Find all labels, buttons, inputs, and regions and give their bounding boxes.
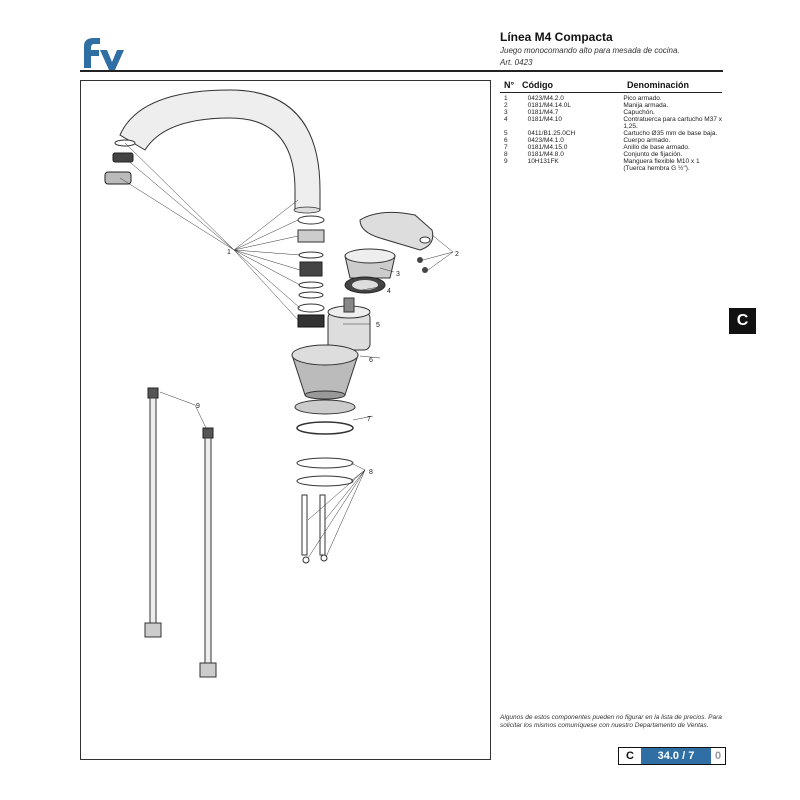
exploded-diagram: 1 2 3 4 5 6 7 8 9 — [104, 89, 459, 678]
callout-1: 1 — [227, 249, 231, 256]
row-name: Cartucho Ø35 mm de base baja. — [623, 130, 718, 137]
row-name: Anillo de base armado. — [623, 144, 690, 151]
section-tab: C — [729, 308, 756, 334]
page-section: C — [619, 748, 641, 764]
callout-2: 2 — [455, 251, 459, 258]
callout-7: 7 — [367, 416, 371, 423]
table-row: 3 0181/M4.7 Capuchón. — [500, 109, 722, 116]
header-code: Código — [522, 80, 553, 90]
header-divider — [80, 70, 723, 72]
callout-3: 3 — [396, 271, 400, 278]
table-row: 2 0181/M4.14.0L Manija armada. — [500, 102, 722, 109]
row-code: 0181/M4.14.0L — [527, 102, 572, 109]
page-revision: 0 — [711, 748, 725, 764]
page-number: 34.0 / 7 — [641, 748, 711, 764]
row-name: Conjunto de fijación. — [623, 151, 683, 158]
table-row: 1 0423/M4.2.0 Pico armado. — [500, 95, 722, 102]
table-row: 4 0181/M4.10 Contratuerca para cartucho M3… — [500, 116, 722, 130]
row-code: 0181/M4.7 — [527, 109, 559, 116]
row-code: 0411/B1.25.0CH — [527, 130, 576, 137]
table-row: 5 0411/B1.25.0CH Cartucho Ø35 mm de base b… — [500, 130, 722, 137]
row-number: 3 — [504, 109, 508, 116]
table-row: 9 10H131FK Manguera flexible M10 x 1 (Tuer… — [500, 158, 722, 172]
row-code: 0423/M4.2.0 — [527, 95, 564, 102]
callout-5: 5 — [376, 322, 380, 329]
diagram-frame — [80, 80, 491, 760]
row-number: 2 — [504, 102, 508, 109]
row-name: Manija armada. — [623, 102, 669, 109]
row-code: 0181/M4.10 — [527, 116, 563, 123]
row-name: Contratuerca para cartucho M37 x 1,25. — [623, 116, 722, 130]
parts-table-header: N° Código Denominación — [500, 80, 722, 93]
row-number: 6 — [504, 137, 508, 144]
page-title: Línea M4 Compacta — [500, 30, 613, 44]
article-number: Art. 0423 — [500, 58, 533, 67]
row-number: 4 — [504, 116, 508, 123]
callout-9: 9 — [196, 403, 200, 410]
fv-logo — [84, 38, 124, 70]
table-row: 8 0181/M4.8.0 Conjunto de fijación. — [500, 151, 722, 158]
callout-6: 6 — [369, 357, 373, 364]
page-indicator: C 34.0 / 7 0 — [618, 747, 726, 765]
row-number: 7 — [504, 144, 508, 151]
row-number: 5 — [504, 130, 508, 137]
table-row: 7 0181/M4.15.0 Anillo de base armado. — [500, 144, 722, 151]
row-code: 0423/M4.1.0 — [527, 137, 564, 144]
row-code: 0181/M4.15.0 — [527, 144, 568, 151]
row-code: 0181/M4.8.0 — [527, 151, 564, 158]
row-number: 1 — [504, 95, 508, 102]
row-name: Manguera flexible M10 x 1 (Tuerca hembra… — [623, 158, 700, 172]
row-name: Pico armado. — [623, 95, 662, 102]
callout-8: 8 — [369, 469, 373, 476]
row-code: 10H131FK — [527, 158, 559, 165]
callout-4: 4 — [387, 288, 391, 295]
row-name: Capuchón. — [623, 109, 655, 116]
header-name: Denominación — [627, 80, 690, 90]
page-subtitle: Juego monocomando alto para mesada de co… — [500, 46, 680, 55]
row-name: Cuerpo armado. — [623, 137, 671, 144]
footer-note: Algunos de estos componentes pueden no f… — [500, 714, 722, 729]
parts-table: 1 0423/M4.2.0 Pico armado. 2 0181/M4.14.0L M… — [500, 95, 722, 172]
row-number: 9 — [504, 158, 508, 165]
header-number: N° — [504, 80, 515, 90]
table-row: 6 0423/M4.1.0 Cuerpo armado. — [500, 137, 722, 144]
row-number: 8 — [504, 151, 508, 158]
